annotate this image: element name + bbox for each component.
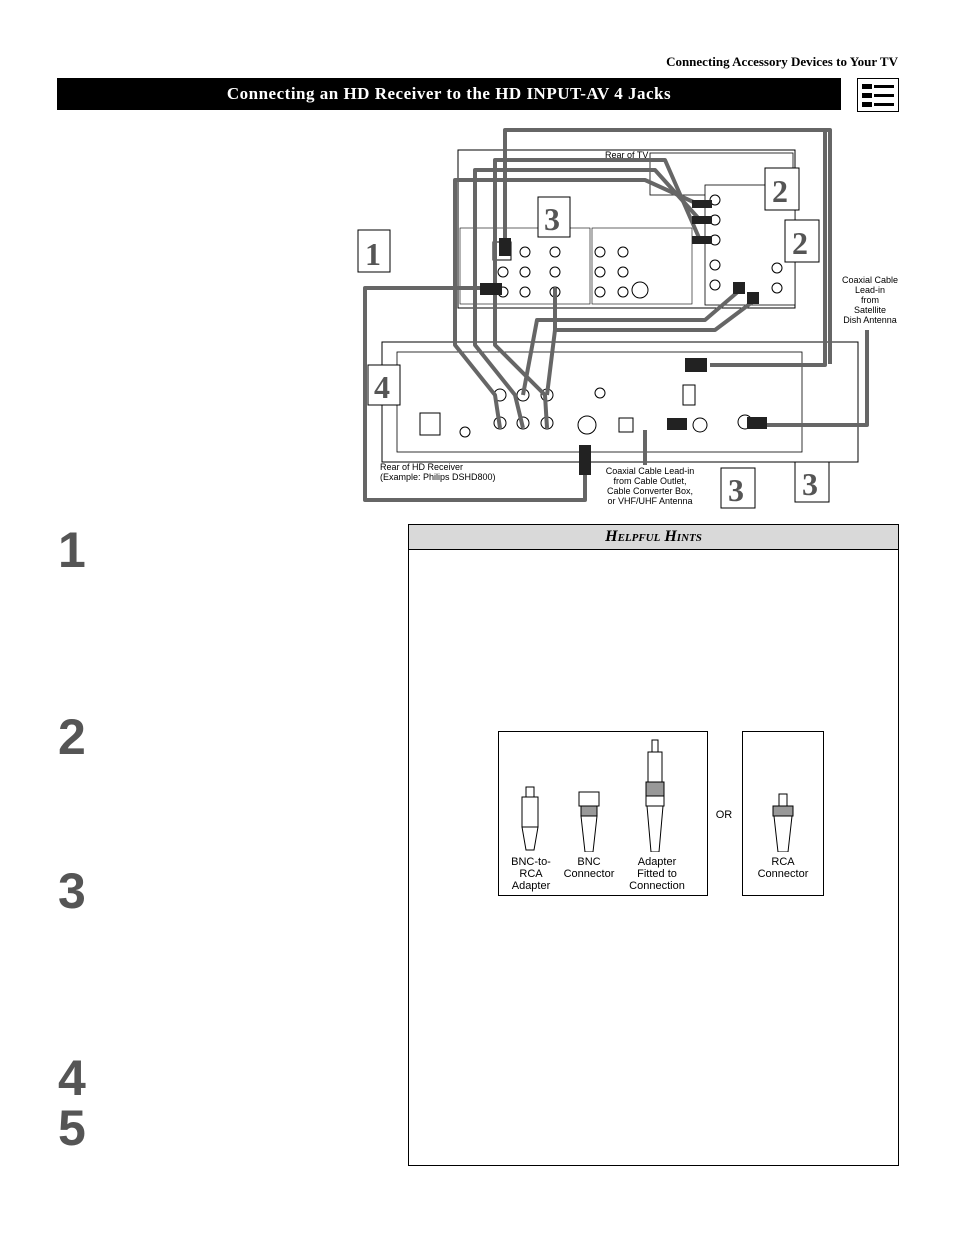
svg-text:4: 4 <box>374 369 390 405</box>
rca-connector-label: RCA Connector <box>757 856 809 880</box>
step-number: 3 <box>58 863 86 919</box>
page-title: Connecting an HD Receiver to the HD INPU… <box>57 78 841 110</box>
bnc-connector-label: BNC Connector <box>563 856 615 880</box>
svg-text:3: 3 <box>544 201 560 237</box>
rca-connector-icon <box>772 793 794 852</box>
connection-diagram: 1 2 2 3 3 3 4 Rear of TV Rear of HD Rece… <box>355 120 898 525</box>
bnc-connector-icon <box>578 791 600 852</box>
rear-of-receiver-label: Rear of HD Receiver (Example: Philips DS… <box>380 462 496 482</box>
step-number: 4 <box>58 1050 86 1106</box>
bnc-connectors-panel: BNC-to- RCA Adapter BNC Connector Adapte… <box>498 731 708 896</box>
step-number: 5 <box>58 1100 86 1156</box>
helpful-hints-box: Helpful Hints BNC-to <box>408 524 899 1166</box>
bnc-to-rca-adapter-icon <box>521 786 539 851</box>
bnc-to-rca-label: BNC-to- RCA Adapter <box>511 856 551 892</box>
rca-connector-panel: RCA Connector <box>742 731 824 896</box>
svg-text:3: 3 <box>728 472 744 508</box>
adapter-fitted-icon <box>645 739 665 852</box>
step-number: 2 <box>58 709 86 765</box>
section-header: Connecting Accessory Devices to Your TV <box>666 54 898 69</box>
callout-1: 1 <box>365 236 381 272</box>
step-number: 1 <box>58 522 86 578</box>
svg-text:2: 2 <box>792 225 808 261</box>
rear-of-tv-label: Rear of TV <box>605 150 649 160</box>
svg-text:2: 2 <box>772 173 788 209</box>
svg-text:3: 3 <box>802 466 818 502</box>
connection-logo-icon <box>857 78 899 112</box>
coax-satellite-label: Coaxial Cable Lead-in from Satellite Dis… <box>841 275 899 325</box>
coax-cable-outlet-label: Coaxial Cable Lead-in from Cable Outlet,… <box>605 466 695 506</box>
or-label: OR <box>715 809 733 821</box>
adapter-fitted-label: Adapter Fitted to Connection <box>629 856 685 892</box>
helpful-hints-heading: Helpful Hints <box>409 525 898 550</box>
